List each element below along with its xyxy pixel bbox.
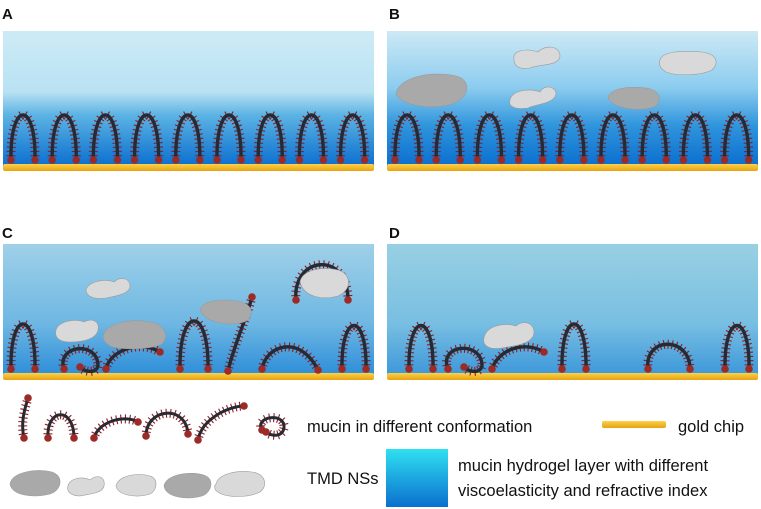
legend-gold-chip-swatch (602, 421, 666, 428)
panel-c-mucin-6 (258, 342, 322, 374)
legend-mucin-arch (43, 410, 79, 442)
legend-hydrogel-label-2: viscoelasticity and refractive index (458, 482, 708, 500)
panel-b-mucin-5 (555, 111, 589, 164)
panel-b-mucin-2 (431, 111, 465, 164)
panel-b-mucin-1 (390, 111, 424, 164)
legend-mucin-label: mucin in different conformation (307, 418, 532, 436)
panel-a-mucin-5 (171, 111, 205, 164)
panel-b-gold-chip (387, 164, 758, 171)
panel-b-nanosheet-5 (658, 50, 717, 76)
legend-nanosheet-2 (67, 476, 105, 497)
panel-label-c: C (2, 225, 13, 242)
panel-b-nanosheet-3 (509, 86, 557, 109)
mucin-layer (6, 111, 754, 376)
panel-b-mucin-8 (678, 111, 712, 164)
legend-hydrogel-label-1: mucin hydrogel layer with different (458, 457, 708, 475)
panel-b-nanosheet-4 (607, 87, 660, 110)
panel-a-mucin-4 (130, 111, 164, 164)
panel-a-hydrogel (3, 31, 374, 166)
panel-a-mucin-1 (6, 111, 40, 164)
legend-mucin-bent (90, 414, 142, 442)
legend-mucin-coiled (256, 413, 289, 440)
legend-nanosheet-4 (163, 473, 212, 499)
panel-d-mucin-2 (442, 343, 487, 376)
legend-tmd-label: TMD NSs (307, 470, 379, 488)
panel-d-mucin-6 (720, 321, 754, 373)
panel-b-nanosheet-1 (395, 73, 468, 108)
legend-mucin-extended (194, 401, 248, 444)
legend-tmd-nanosheets (9, 470, 265, 499)
panel-b-mucin-7 (637, 111, 671, 164)
legend-nanosheet-1 (9, 470, 61, 497)
panel-a-mucin-2 (47, 111, 81, 164)
panel-b-mucin-6 (596, 111, 630, 164)
panel-b-nanosheet-2 (513, 46, 561, 69)
panel-d-mucin-5 (643, 339, 695, 373)
panel-c-nanosheet-3 (102, 320, 166, 350)
panel-c-nanosheet-4 (199, 299, 252, 325)
panel-a-mucin-9 (336, 111, 370, 164)
panel-c-mucin-2 (58, 344, 103, 376)
panel-d-nanosheet-1 (483, 322, 535, 349)
panel-a-mucin-7 (253, 111, 287, 164)
panel-c-gold-chip (3, 373, 374, 380)
legend-mucin-wide-arch (141, 408, 192, 440)
legend-gold-label: gold chip (678, 418, 744, 436)
panel-label-a: A (2, 6, 13, 23)
panel-d-mucin-3 (488, 342, 548, 373)
legend-nanosheet-3 (115, 474, 157, 497)
panel-label-b: B (389, 6, 400, 23)
panel-c-mucin-1 (6, 320, 40, 373)
panel-c-nanosheet-5 (299, 268, 349, 299)
panel-c-mucin-7 (337, 321, 371, 373)
panel-a-gold-chip (3, 164, 374, 171)
panel-c-nanosheet-1 (85, 278, 131, 299)
legend-mucin-straight (18, 394, 32, 442)
panel-b-mucin-9 (720, 111, 754, 164)
legend-nanosheet-5 (214, 471, 265, 497)
nanosheet-layer (55, 46, 717, 350)
panel-label-d: D (389, 225, 400, 242)
panel-d-mucin-1 (404, 321, 438, 373)
panel-c-mucin-4 (175, 317, 213, 373)
panel-c-nanosheet-2 (55, 319, 99, 343)
panel-d-mucin-4 (557, 320, 591, 373)
legend-hydrogel-swatch (386, 449, 448, 507)
panel-d-hydrogel (387, 244, 758, 375)
panel-b-mucin-3 (472, 111, 506, 164)
legend-mucin-conformations (18, 394, 289, 444)
panel-d-gold-chip (387, 373, 758, 380)
panel-a-mucin-3 (88, 111, 122, 164)
panel-b-mucin-4 (514, 111, 548, 164)
panel-a-mucin-6 (212, 111, 246, 164)
panel-a-mucin-8 (294, 111, 328, 164)
